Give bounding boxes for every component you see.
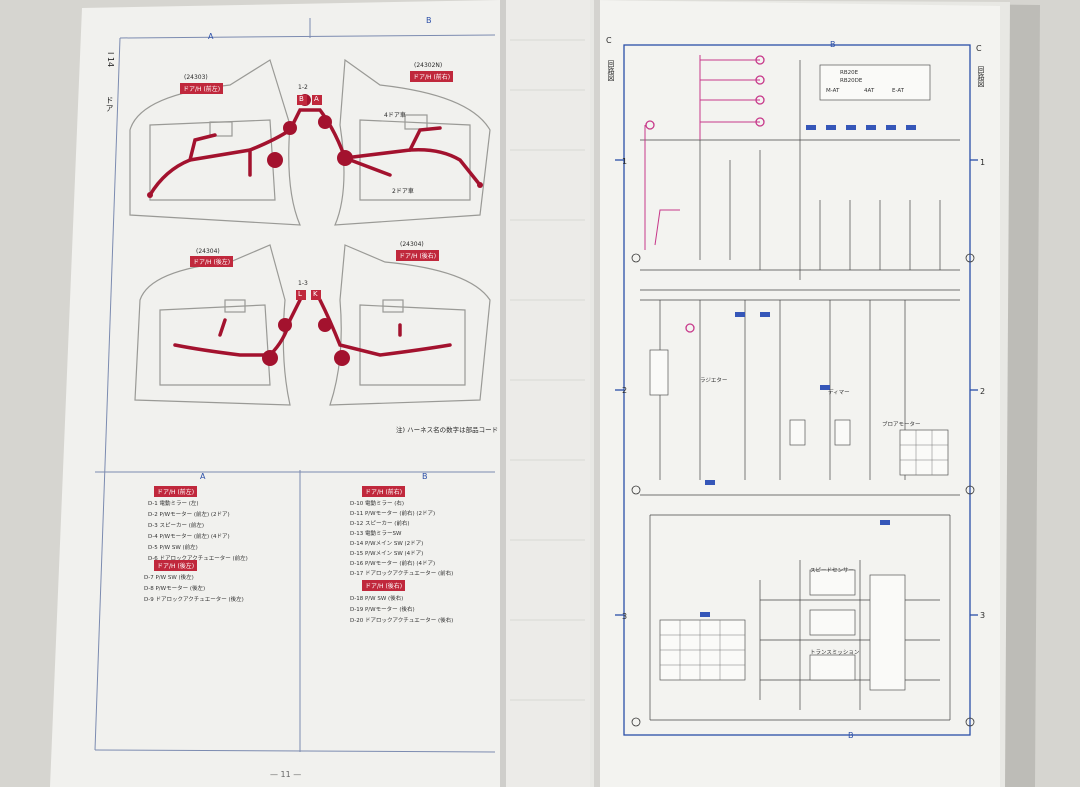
list-item: D-5 P/W SW (前左) (148, 545, 198, 551)
harness-rear-left-tag: ドア/H (後左) (190, 256, 234, 267)
harness-front-left-code: (24303) (184, 74, 208, 81)
section-name: ドア (105, 96, 114, 112)
list-item: D-10 電動ミラー (右) (350, 501, 405, 507)
label-4door: 4ドア車 (384, 112, 406, 119)
list-front-right-title: ドア/H (前右) (362, 486, 406, 497)
connector-top-letter-b: B (299, 95, 304, 103)
harness-rear-right-code: (24304) (400, 241, 424, 248)
list-front-left-title: ドア/H (前左) (154, 486, 198, 497)
circuit-label: ブロアモーター (882, 422, 921, 428)
row-2-right: 2 (980, 387, 986, 396)
list-rear-left-title: ドア/H (後左) (154, 560, 198, 571)
list-item: D-12 スピーカー (前右) (350, 521, 410, 527)
harness-rear-left-code: (24304) (196, 248, 220, 255)
list-item: D-16 P/Wモーター (前右) (4ドア) (350, 561, 436, 567)
list-column-b-label: B (422, 472, 428, 481)
list-item: D-2 P/Wモーター (前左) (2ドア) (148, 512, 230, 518)
list-rear-right-title: ドア/H (後右) (362, 580, 406, 591)
harness-front-right-tag: ドア/H (前右) (410, 71, 454, 82)
list-item: D-3 スピーカー (前左) (148, 523, 205, 529)
row-1-left: 1 (622, 157, 628, 166)
connector-top-label: 1-2 (298, 84, 308, 91)
circuit-column-b-bottom: B (848, 731, 854, 740)
section-code: I 14 (106, 52, 115, 68)
list-item: D-17 ドアロックアクチュエーター (前右) (350, 571, 454, 577)
harness-front (148, 108, 482, 197)
circuit-label: スピードセンサー (810, 568, 855, 574)
list-item: D-13 電動ミラーSW (350, 531, 402, 537)
harness-note: 注) ハーネス名の数字は部品コード (396, 426, 499, 434)
model-note-line: RB20DE (840, 78, 863, 84)
list-item: D-19 P/Wモーター (後右) (350, 607, 415, 613)
list-column-a-label: A (200, 472, 206, 481)
model-note-line: E-AT (892, 88, 905, 94)
harness-front-left-tag: ドア/H (前左) (180, 83, 224, 94)
list-item: D-18 P/W SW (後右) (350, 596, 404, 602)
power-lines (644, 55, 760, 250)
model-note-line: RB20E (840, 70, 859, 76)
circuit-column-b-top: B (830, 40, 836, 49)
harness-rear-right-tag: ドア/H (後右) (396, 250, 440, 261)
row-3-left: 3 (622, 612, 628, 621)
circuit-frame (615, 44, 978, 736)
connector-top-letter-a: A (314, 95, 319, 103)
list-item: D-11 P/Wモーター (前右) (2ドア) (350, 511, 436, 517)
list-item: D-7 P/W SW (後左) (144, 575, 194, 581)
row-3-right: 3 (980, 611, 986, 620)
list-item: D-15 P/Wメイン SW (4ドア) (350, 551, 424, 557)
circuit-label: ディマー (828, 390, 850, 396)
right-section-name-left: 回路図 (607, 60, 615, 81)
page-number: — 11 — (270, 770, 302, 779)
list-item: D-14 P/Wメイン SW (2ドア) (350, 541, 424, 547)
row-1-right: 1 (980, 158, 986, 167)
model-note-line: 4AT (864, 88, 875, 94)
list-item: D-8 P/Wモーター (後左) (144, 586, 206, 592)
connector-bottom-letter-k: K (313, 290, 318, 298)
list-item: D-1 電動ミラー (左) (148, 501, 199, 507)
circuit-label: ラジエター (700, 378, 728, 384)
connector-bottom-letter-l: L (298, 290, 302, 298)
door-diagram-rear (134, 244, 491, 406)
list-item: D-4 P/Wモーター (前左) (4ドア) (148, 534, 230, 540)
column-b-label: B (426, 16, 432, 25)
row-2-left: 2 (622, 386, 628, 395)
right-section-code-right: C (976, 44, 982, 53)
model-note-line: M-AT (826, 88, 840, 94)
right-section-name-right: 回路図 (977, 66, 985, 87)
harness-front-right-code: (24302N) (414, 62, 443, 69)
circuit-label: トランスミッション (810, 650, 860, 656)
connector-bottom-label: 1-3 (298, 280, 308, 287)
list-item: D-9 ドアロックアクチュエーター (後左) (144, 597, 244, 603)
right-section-code-left: C (606, 36, 612, 45)
list-item: D-6 ドアロックアクチュエーター (前左) (148, 556, 248, 562)
list-item: D-20 ドアロックアクチュエーター (後右) (350, 618, 454, 624)
column-a-label: A (208, 32, 214, 41)
label-2door: 2ドア車 (392, 188, 414, 195)
